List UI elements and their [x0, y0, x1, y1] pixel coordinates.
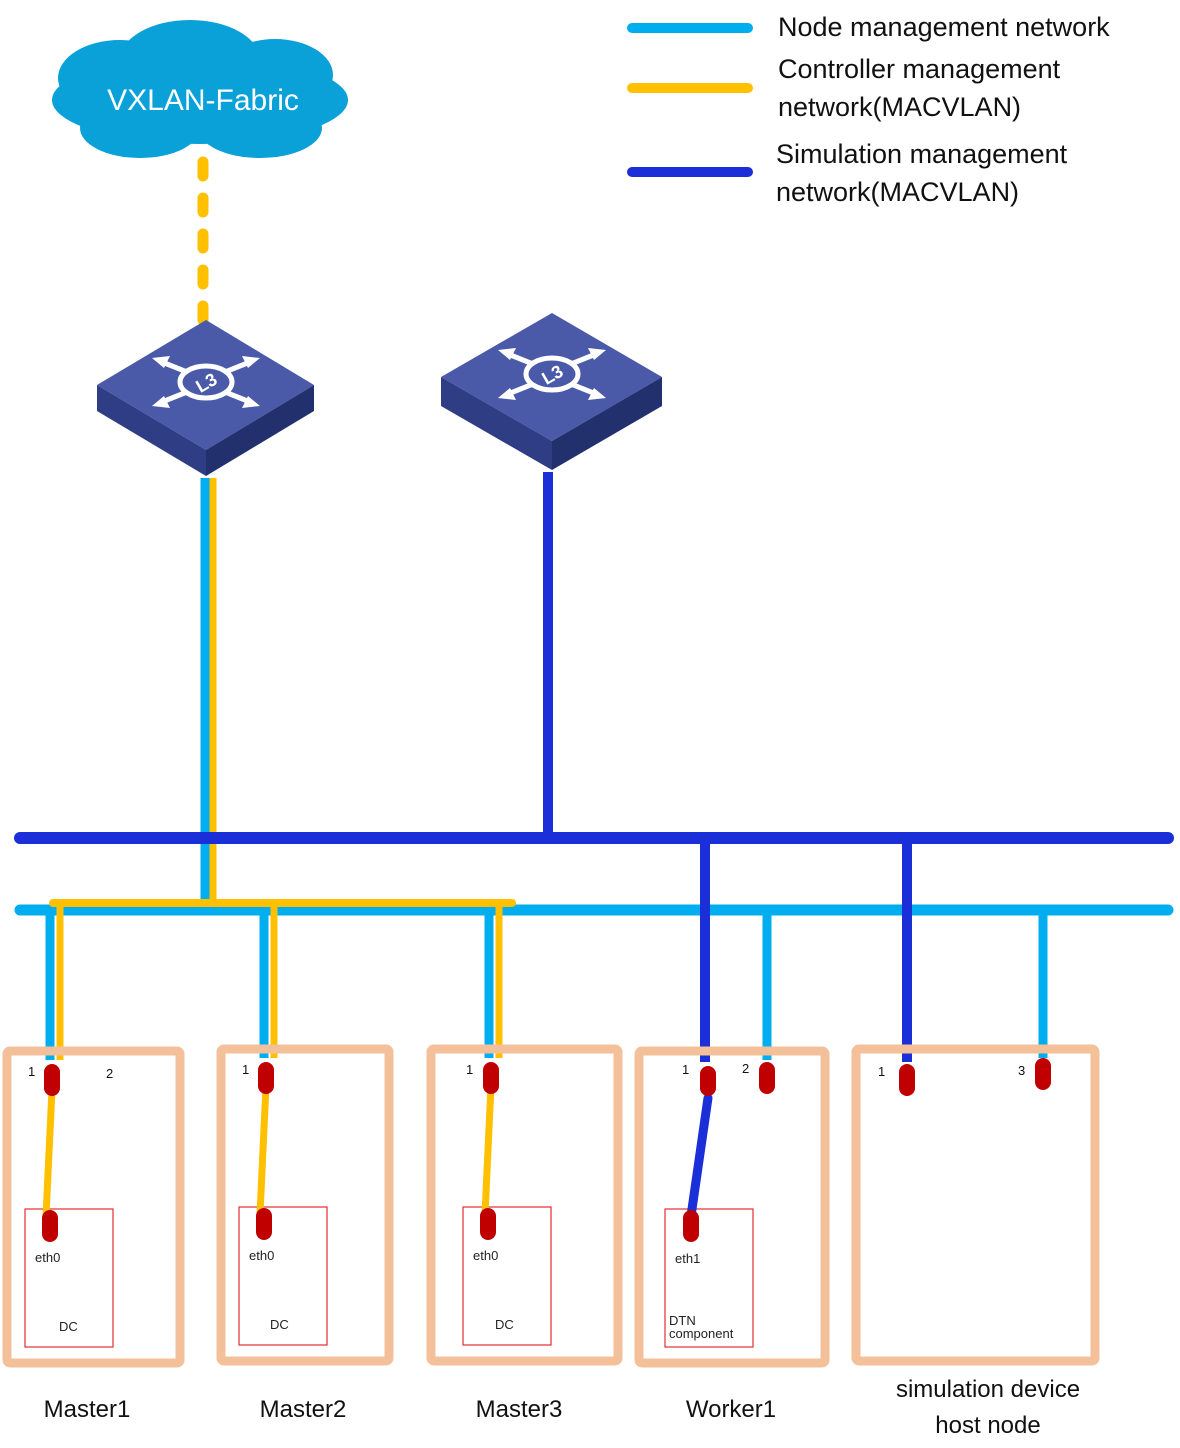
master2-port-1-label: 1	[242, 1062, 249, 1077]
master3-iface-label: eth0	[473, 1248, 498, 1263]
master1-dc-box	[24, 1208, 114, 1348]
master3-internal-link	[481, 1082, 495, 1218]
worker1-node-box	[634, 1046, 830, 1368]
simhost-port-1-label: 1	[878, 1064, 885, 1079]
cloud-icon	[52, 20, 348, 158]
worker1-port-2	[759, 1062, 775, 1094]
worker1-internal-link	[686, 1093, 713, 1221]
simhost-port-3	[1035, 1058, 1051, 1090]
master2-node-box	[216, 1044, 394, 1366]
worker1-dtn-box	[664, 1208, 754, 1348]
legend-simulation-mgmt-label-line2: network(MACVLAN)	[776, 177, 1019, 207]
legend-simulation-mgmt: Simulation management network(MACVLAN)	[627, 139, 1068, 207]
master2-eth0	[256, 1208, 272, 1240]
worker1-port-1	[700, 1066, 716, 1096]
worker1-name: Worker1	[686, 1396, 776, 1423]
master3-node-box	[426, 1044, 623, 1366]
l3-router-icon: L3	[152, 356, 260, 408]
worker1-iface-label: eth1	[675, 1251, 700, 1266]
master1-internal-link	[42, 1086, 56, 1220]
l3-switch-left: L3	[97, 320, 314, 476]
master2-component-label: DC	[270, 1317, 289, 1332]
legend-simulation-mgmt-label-line1: Simulation management	[776, 139, 1068, 169]
simhost-name-line2: host node	[935, 1412, 1040, 1439]
master3-port-1-label: 1	[466, 1062, 473, 1077]
worker1-component-label-line1: DTN	[669, 1313, 696, 1328]
master2-internal-link	[256, 1082, 270, 1218]
simhost-port-1	[899, 1064, 915, 1096]
master3-port-1	[483, 1062, 499, 1094]
master1-node-box	[2, 1046, 185, 1368]
master3-eth0	[480, 1208, 496, 1240]
master1-port-1-label: 1	[28, 1064, 35, 1079]
simhost-port-3-label: 3	[1018, 1063, 1025, 1078]
legend-controller-mgmt-label-line2: network(MACVLAN)	[778, 92, 1021, 122]
l3-switch-right: L3	[441, 313, 662, 470]
simhost-name-line1: simulation device	[896, 1376, 1080, 1403]
master2-name: Master2	[260, 1396, 347, 1423]
master2-port-1	[258, 1062, 274, 1094]
master1-iface-label: eth0	[35, 1250, 60, 1265]
master1-port-1	[44, 1064, 60, 1096]
legend-controller-mgmt-label-line1: Controller management	[778, 54, 1061, 84]
legend-node-mgmt: Node management network	[627, 12, 1110, 42]
master3-component-label: DC	[495, 1317, 514, 1332]
worker1-port-1-label: 1	[682, 1062, 689, 1077]
master3-name: Master3	[476, 1396, 563, 1423]
master1-port-2-label: 2	[106, 1066, 113, 1081]
worker1-eth1	[683, 1210, 699, 1242]
master1-component-label: DC	[59, 1319, 78, 1334]
master2-dc-box	[238, 1206, 328, 1346]
vxlan-fabric-cloud: VXLAN-Fabric	[52, 20, 348, 158]
legend-node-mgmt-label: Node management network	[778, 12, 1110, 42]
worker1-port-2-label: 2	[742, 1061, 749, 1076]
cloud-label: VXLAN-Fabric	[107, 84, 299, 117]
l3-router-icon: L3	[498, 348, 606, 400]
worker1-component-label-line2: component	[669, 1326, 734, 1341]
master1-eth0	[42, 1210, 58, 1242]
legend: Node management network Controller manag…	[627, 12, 1110, 207]
legend-controller-mgmt: Controller management network(MACVLAN)	[627, 54, 1061, 122]
master2-iface-label: eth0	[249, 1248, 274, 1263]
simhost-node-box	[851, 1044, 1100, 1366]
master3-dc-box	[462, 1206, 552, 1346]
master1-name: Master1	[44, 1396, 131, 1423]
